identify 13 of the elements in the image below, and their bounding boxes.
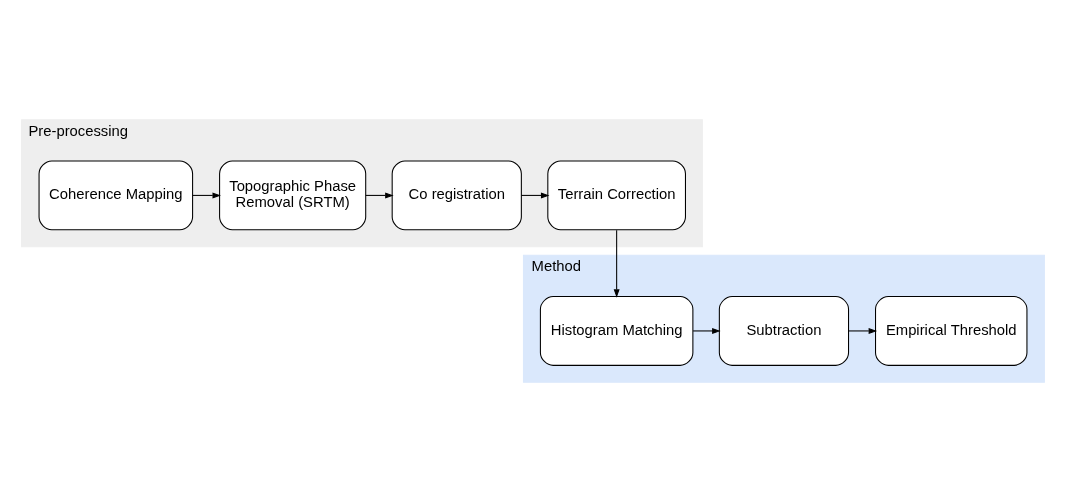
node-box: Topographic Phase Removal (SRTM) [219,159,367,230]
arrow [613,229,620,298]
arrow [520,191,550,198]
node-box: Empirical Threshold [875,295,1028,366]
node-box: Co registration [391,159,522,230]
node-box: Histogram Matching [539,295,694,366]
node-box: Terrain Correction [547,159,686,230]
arrow [192,191,221,198]
arrow [365,191,394,198]
node-box: Subtraction [718,295,850,366]
arrow [848,327,878,334]
node-box: Coherence Mapping [38,159,194,230]
arrow [692,327,721,334]
